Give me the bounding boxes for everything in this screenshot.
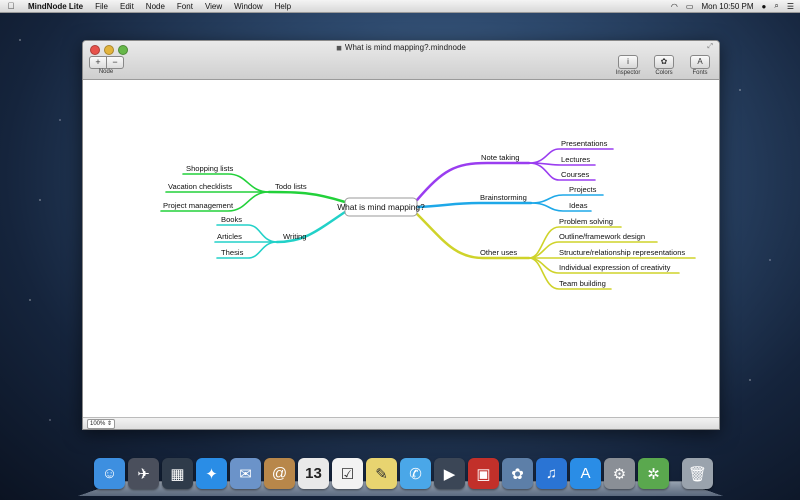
mission-control-icon[interactable]: ▦ [162, 458, 193, 489]
mindnode-icon[interactable]: ✲ [638, 458, 669, 489]
zoom-button[interactable] [118, 45, 128, 55]
node-other-uses[interactable]: Other uses [480, 248, 517, 257]
notification-center-icon[interactable]: ☰ [786, 1, 794, 11]
wifi-icon[interactable]: ◠ [670, 1, 678, 11]
photo-booth-icon[interactable]: ▣ [468, 458, 499, 489]
notes-icon[interactable]: ✎ [366, 458, 397, 489]
facetime-icon[interactable]: ▶ [434, 458, 465, 489]
window-toolbar: ◼What is mind mapping?.mindnode ⤢ + − No… [83, 41, 719, 80]
window-title-text: What is mind mapping?.mindnode [344, 43, 466, 52]
brainstorming-branch-lines [415, 194, 604, 212]
other-uses-branch-lines [415, 212, 696, 290]
reminders-icon[interactable]: ☑ [332, 458, 363, 489]
node-structure-relationship[interactable]: Structure/relationship representations [559, 248, 685, 257]
system-preferences-icon[interactable]: ⚙ [604, 458, 635, 489]
spotlight-search-icon[interactable]: ⌕ [774, 1, 779, 10]
trash-icon[interactable]: 🗑 [682, 458, 713, 489]
menu-node[interactable]: Node [145, 1, 165, 11]
node-shopping-lists[interactable]: Shopping lists [186, 164, 233, 173]
node-outline-framework-design[interactable]: Outline/framework design [559, 232, 645, 241]
mindmap-svg: What is mind mapping? Todo lists Shoppin… [160, 139, 696, 290]
stepper-icon: ⇕ [107, 421, 113, 427]
menu-edit[interactable]: Edit [120, 1, 134, 11]
menu-file[interactable]: File [95, 1, 108, 11]
document-icon: ◼ [336, 45, 342, 52]
launchpad-icon[interactable]: ✈ [128, 458, 159, 489]
app-store-icon[interactable]: A [570, 458, 601, 489]
node-ideas[interactable]: Ideas [569, 201, 588, 210]
node-vacation-checklists[interactable]: Vacation checklists [168, 182, 232, 191]
messages-icon[interactable]: ✆ [400, 458, 431, 489]
itunes-icon[interactable]: ♫ [536, 458, 567, 489]
colors-tool[interactable]: ✿ Colors [649, 55, 679, 76]
node-projects[interactable]: Projects [569, 185, 597, 194]
menu-font[interactable]: Font [176, 1, 193, 11]
finder-icon[interactable]: ☺ [94, 458, 125, 489]
colors-icon[interactable]: ✿ [654, 55, 674, 69]
fonts-label: Fonts [692, 70, 708, 76]
inspector-icon[interactable]: i [618, 55, 638, 69]
add-node-button[interactable]: + [89, 56, 107, 69]
node-segmented-control: + − [89, 56, 124, 69]
window-title: ◼What is mind mapping?.mindnode [83, 43, 719, 52]
node-note-taking[interactable]: Note taking [481, 153, 519, 162]
menu-window[interactable]: Window [234, 1, 263, 11]
contacts-icon[interactable]: @ [264, 458, 295, 489]
calendar-icon[interactable]: 13 [298, 458, 329, 489]
colors-label: Colors [655, 70, 673, 76]
node-brainstorming[interactable]: Brainstorming [480, 193, 527, 202]
mindmap-canvas[interactable]: What is mind mapping? Todo lists Shoppin… [83, 80, 719, 418]
fonts-tool[interactable]: A Fonts [685, 55, 715, 76]
node-presentations[interactable]: Presentations [561, 139, 608, 148]
iphoto-icon[interactable]: ✿ [502, 458, 533, 489]
toolbar-tools: i Inspector ✿ Colors A Fonts [613, 55, 715, 76]
node-project-management[interactable]: Project management [163, 201, 234, 210]
menu-clock[interactable]: Mon 10:50 PM [701, 1, 754, 11]
battery-icon[interactable]: ▭ [685, 1, 694, 11]
root-node-box[interactable] [344, 197, 418, 217]
window-status-bar: 100% ⇕ [83, 417, 719, 429]
node-toolbar-label: Node [98, 69, 114, 75]
mindnode-window: ◼What is mind mapping?.mindnode ⤢ + − No… [82, 40, 720, 430]
node-team-building[interactable]: Team building [559, 279, 606, 288]
minimize-button[interactable] [104, 45, 114, 55]
menu-bar:  MindNode Lite File Edit Node Font View… [0, 0, 800, 13]
node-todo-lists[interactable]: Todo lists [275, 182, 307, 191]
menu-mindnode-lite[interactable]: MindNode Lite [28, 1, 84, 11]
node-writing[interactable]: Writing [283, 232, 307, 241]
zoom-value: 100% [90, 421, 106, 427]
todo-branch-lines [160, 173, 347, 212]
window-controls [90, 45, 128, 55]
apple-icon[interactable]:  [0, 1, 22, 11]
close-button[interactable] [90, 45, 100, 55]
dock-icons: ☺✈▦✦✉@13☑✎✆▶▣✿♫A⚙✲ 🗑 [94, 458, 713, 489]
menu-view[interactable]: View [204, 1, 223, 11]
writing-branch-lines [214, 210, 347, 259]
node-problem-solving[interactable]: Problem solving [559, 217, 613, 226]
node-articles[interactable]: Articles [217, 232, 242, 241]
note-taking-branch-lines [415, 148, 614, 202]
node-individual-expression[interactable]: Individual expression of creativity [559, 263, 671, 272]
fullscreen-icon[interactable]: ⤢ [707, 43, 713, 50]
mail-icon[interactable]: ✉ [230, 458, 261, 489]
remove-node-button[interactable]: − [107, 56, 124, 69]
dock: ☺✈▦✦✉@13☑✎✆▶▣✿♫A⚙✲ 🗑 [78, 456, 723, 500]
node-thesis[interactable]: Thesis [221, 248, 244, 257]
user-icon[interactable]: ● [761, 1, 767, 11]
zoom-select[interactable]: 100% ⇕ [87, 419, 116, 429]
node-books[interactable]: Books [221, 215, 242, 224]
node-lectures[interactable]: Lectures [561, 155, 590, 164]
safari-icon[interactable]: ✦ [196, 458, 227, 489]
inspector-tool[interactable]: i Inspector [613, 55, 643, 76]
menu-help[interactable]: Help [274, 1, 292, 11]
node-courses[interactable]: Courses [561, 170, 589, 179]
fonts-icon[interactable]: A [690, 55, 710, 69]
inspector-label: Inspector [615, 70, 641, 76]
root-node-label[interactable]: What is mind mapping? [337, 202, 425, 212]
